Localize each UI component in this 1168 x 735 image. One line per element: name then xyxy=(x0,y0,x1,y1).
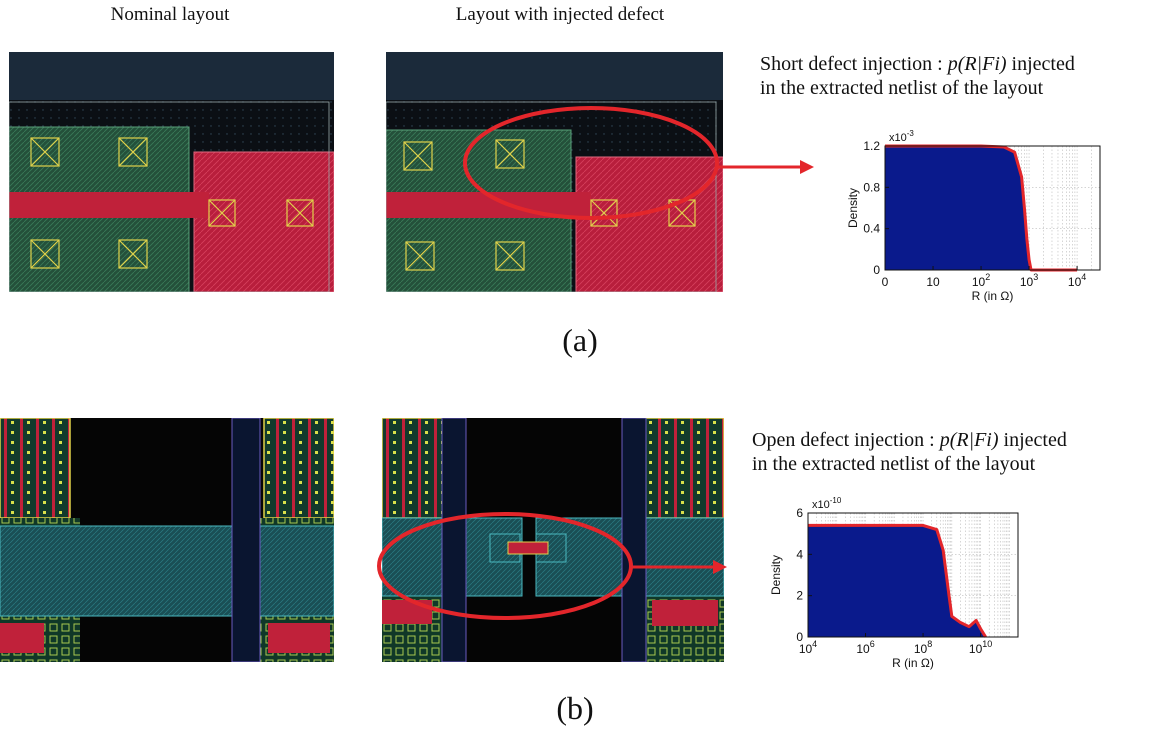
x-tick-label: 102 xyxy=(972,272,990,289)
nominal-layout-title: Nominal layout xyxy=(110,4,230,25)
density-area xyxy=(808,525,986,637)
y-tick-label: 1.2 xyxy=(863,139,880,153)
density-area xyxy=(885,146,1078,270)
caption-b: Open defect injection : p(R|Fi) injected… xyxy=(752,429,1067,476)
y-tick-label: 4 xyxy=(796,547,803,561)
caption-b-math: p(R|Fi) xyxy=(939,429,999,451)
layout-a-nominal xyxy=(9,52,334,292)
panel-label-a: (a) xyxy=(562,322,598,358)
x-tick-label: 104 xyxy=(1068,272,1086,289)
y-exponent-label: x10-10 xyxy=(812,496,842,511)
defect-ellipse-a xyxy=(463,106,719,220)
defect-layout-title: Layout with injected defect xyxy=(455,4,665,25)
y-axis-label: Density xyxy=(846,188,860,228)
y-tick-label: 0.4 xyxy=(863,222,880,236)
caption-a-math: p(R|Fi) xyxy=(947,53,1007,75)
y-tick-label: 6 xyxy=(796,506,803,520)
x-axis-label: R (in Ω) xyxy=(892,656,934,670)
layout-a-defect xyxy=(386,52,723,292)
x-tick-label: 108 xyxy=(914,639,932,656)
x-tick-label: 10 xyxy=(926,275,940,289)
chart-b: 104 106 108 1010 0 2 4 6 x10-10 R (in Ω) Density xyxy=(769,496,1019,670)
x-axis-label: R (in Ω) xyxy=(972,289,1014,303)
y-tick-label: 0.8 xyxy=(863,180,880,194)
plot-frame xyxy=(807,512,1019,638)
panel-label-b: (b) xyxy=(556,690,594,726)
x-tick-label: 104 xyxy=(799,639,817,656)
y-tick-label: 2 xyxy=(796,589,803,603)
chart-a: 0 10 102 103 104 0 0.4 0.8 1.2 x10-3 R (in Ω) Densi… xyxy=(846,129,1101,303)
y-tick-label: 0 xyxy=(873,263,880,277)
x-tick-label: 106 xyxy=(856,639,874,656)
x-tick-label: 103 xyxy=(1020,272,1038,289)
y-axis-label: Density xyxy=(769,555,783,595)
caption-a: Short defect injection : p(R|Fi) injecte… xyxy=(760,53,1075,100)
plot-frame xyxy=(884,145,1101,271)
y-tick-label: 0 xyxy=(796,630,803,644)
layout-b-nominal xyxy=(0,418,334,662)
y-exponent-label: x10-3 xyxy=(889,129,914,144)
x-tick-label: 1010 xyxy=(969,639,992,656)
x-tick-label: 0 xyxy=(882,275,889,289)
defect-ellipse-b xyxy=(377,512,633,620)
density-curve xyxy=(808,523,987,638)
